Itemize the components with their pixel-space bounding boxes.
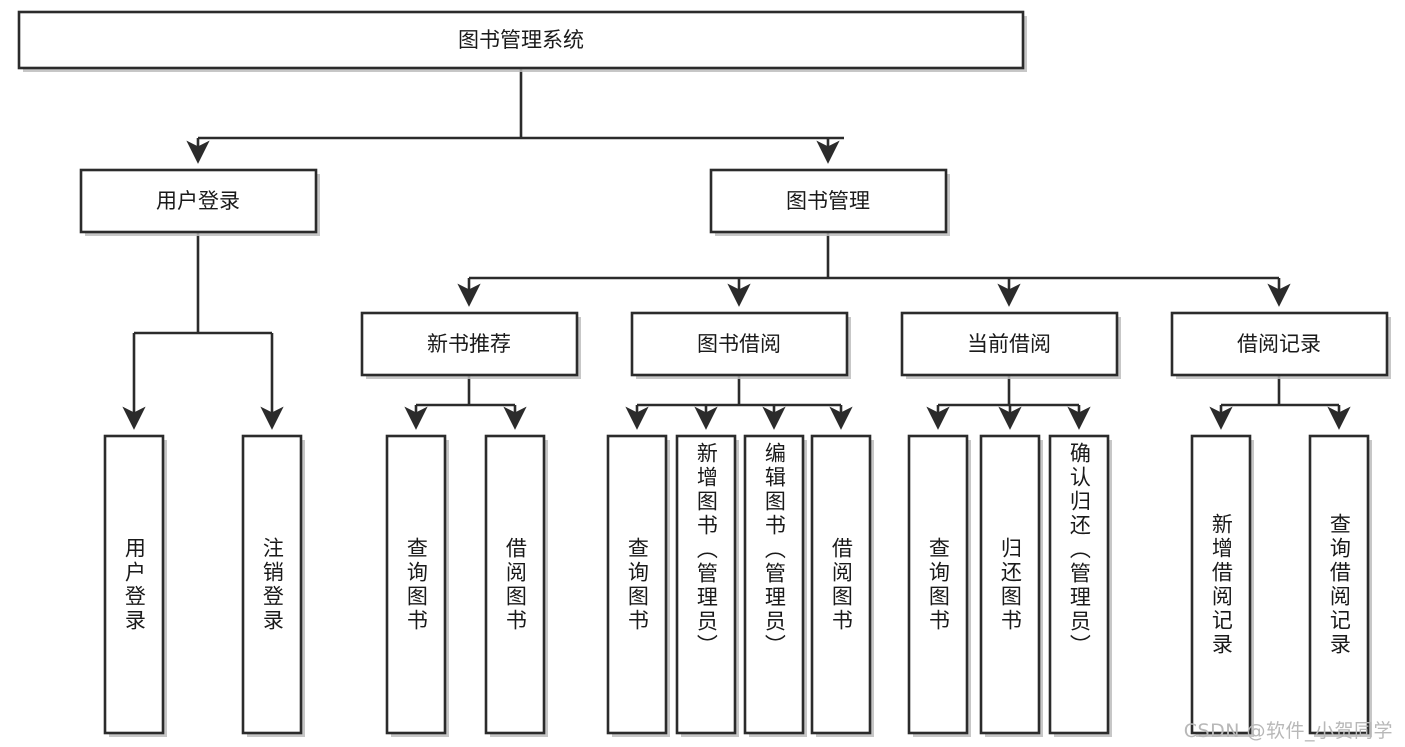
leaf-box-logout-login[interactable] (241, 434, 303, 735)
node-book-borrow[interactable]: 图书借阅 (630, 311, 851, 379)
leaf-box-query-book-3[interactable] (907, 434, 969, 735)
node-layer: 图书管理系统 用户登录 图书管理 新书推荐 图书 (17, 10, 1391, 737)
node-new-book-recommend[interactable]: 新书推荐 (360, 311, 581, 379)
leaf-box-query-book-2[interactable] (606, 434, 668, 735)
node-current-borrow[interactable]: 当前借阅 (900, 311, 1121, 379)
node-borrow-record-label: 借阅记录 (1237, 332, 1321, 356)
leaf-box-query-book-1[interactable] (385, 434, 447, 735)
node-root-label: 图书管理系统 (458, 28, 584, 52)
node-borrow-record[interactable]: 借阅记录 (1170, 311, 1391, 379)
edge-layer (122, 68, 1351, 430)
csdn-watermark: CSDN @软件_小贺同学 (1183, 720, 1393, 742)
leaf-box-query-borrow-record[interactable] (1308, 434, 1370, 735)
leaf-box-user-login[interactable] (103, 434, 165, 735)
node-user-login[interactable]: 用户登录 (79, 168, 320, 236)
leaf-box-borrow-book-1[interactable] (484, 434, 546, 735)
leaf-rect-layer (103, 434, 1372, 737)
node-book-borrow-label: 图书借阅 (697, 332, 781, 356)
node-book-management[interactable]: 图书管理 (709, 168, 950, 236)
node-new-book-recommend-label: 新书推荐 (427, 332, 511, 356)
leaf-box-confirm-return[interactable] (1048, 434, 1110, 735)
leaf-box-add-book[interactable] (675, 434, 737, 735)
node-user-login-label: 用户登录 (156, 189, 240, 213)
node-root[interactable]: 图书管理系统 (17, 10, 1027, 72)
leaf-box-add-borrow-record[interactable] (1190, 434, 1252, 735)
leaf-box-return-book[interactable] (979, 434, 1041, 735)
leaf-box-edit-book[interactable] (743, 434, 805, 735)
node-current-borrow-label: 当前借阅 (967, 332, 1051, 356)
node-book-management-label: 图书管理 (786, 189, 870, 213)
leaf-box-borrow-book-2[interactable] (810, 434, 872, 735)
